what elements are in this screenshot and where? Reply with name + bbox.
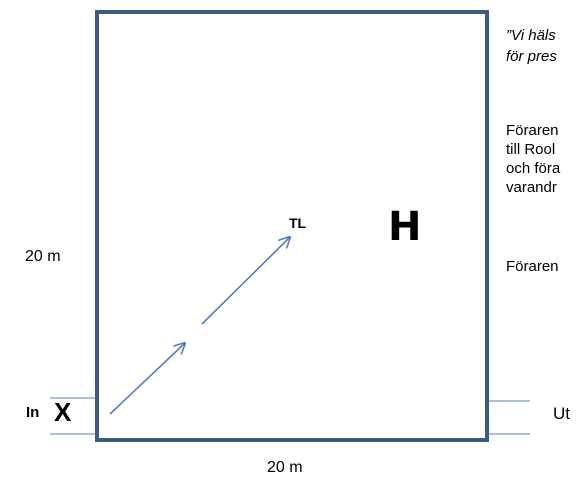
path-arrow-2 [201, 237, 290, 325]
body-line-2: till Rool [506, 141, 556, 158]
body-line-1: Föraren [506, 122, 559, 139]
start-marker: X [54, 397, 72, 427]
left-distance-label: 20 m [25, 248, 61, 265]
handler-marker: H [388, 204, 422, 250]
quote-line-2: för pres [506, 48, 557, 65]
body-tail-line: Föraren [506, 258, 559, 275]
exit-label: Ut [553, 404, 570, 423]
ring-area [95, 10, 489, 442]
entry-label: In [26, 404, 40, 421]
target-label: TL [289, 215, 307, 231]
quote-line-1: ”Vi häls [506, 27, 556, 44]
path-arrow-1 [109, 343, 185, 415]
body-line-4: varandr [506, 179, 557, 196]
body-line-3: och föra [506, 160, 561, 177]
bottom-distance-label: 20 m [267, 459, 303, 476]
